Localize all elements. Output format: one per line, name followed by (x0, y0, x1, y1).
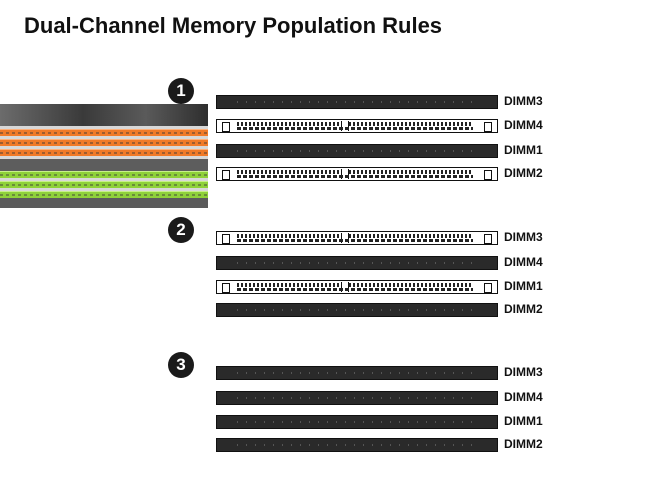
dimm-label: DIMM2 (504, 437, 543, 451)
dimm3-slot-installed (216, 231, 498, 245)
dimm-label: DIMM4 (504, 118, 543, 132)
config-2-badge: 2 (168, 217, 194, 243)
dimm2-slot-empty (216, 438, 498, 452)
config-3-badge: 3 (168, 352, 194, 378)
dimm-label: DIMM3 (504, 365, 543, 379)
dimm1-slot-empty (216, 415, 498, 429)
page-title: Dual-Channel Memory Population Rules (24, 13, 443, 38)
dimm1-slot-installed (216, 280, 498, 294)
dimm4-slot-installed (216, 119, 498, 133)
dimm4-slot-empty (216, 256, 498, 270)
dimm3-slot-empty (216, 366, 498, 380)
dimm-label: DIMM4 (504, 390, 543, 404)
dimm-label: DIMM1 (504, 279, 543, 293)
dimm2-slot-empty (216, 303, 498, 317)
dimm-label: DIMM1 (504, 143, 543, 157)
dimm-label: DIMM3 (504, 230, 543, 244)
dimm-label: DIMM1 (504, 414, 543, 428)
dimm3-slot-empty (216, 95, 498, 109)
dimm1-slot-empty (216, 144, 498, 158)
dimm-label: DIMM2 (504, 302, 543, 316)
motherboard-photo (0, 104, 208, 208)
dimm-label: DIMM4 (504, 255, 543, 269)
dimm2-slot-installed (216, 167, 498, 181)
config-1-badge: 1 (168, 78, 194, 104)
dimm4-slot-empty (216, 391, 498, 405)
dimm-label: DIMM3 (504, 94, 543, 108)
dimm-label: DIMM2 (504, 166, 543, 180)
